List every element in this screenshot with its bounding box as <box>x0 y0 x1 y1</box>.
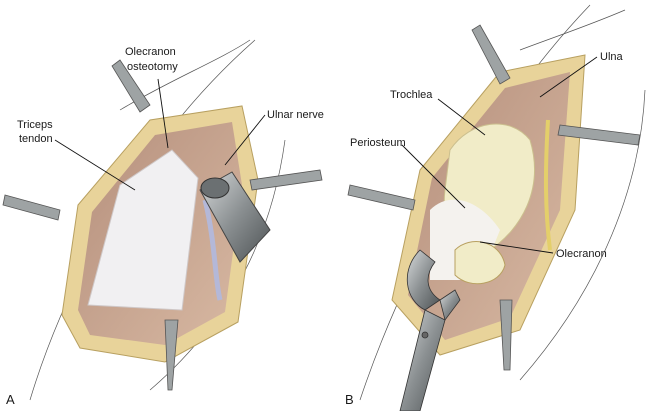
leader-lines <box>54 56 598 254</box>
saw-instrument <box>199 171 271 263</box>
label-periosteum: Periosteum <box>350 137 406 149</box>
panel-a <box>2 39 323 401</box>
label-triceps-tendon-line1: Triceps <box>17 119 53 131</box>
triceps-tendon-shape <box>87 149 199 311</box>
retractors-a <box>2 59 323 391</box>
bone-clamp <box>399 249 461 411</box>
panel-letter-a: A <box>6 392 15 407</box>
panel-b <box>347 4 646 411</box>
label-trochlea: Trochlea <box>390 89 433 101</box>
label-triceps-tendon-line2: tendon <box>19 133 53 145</box>
label-olecranon-osteotomy-line2: osteotomy <box>127 61 178 73</box>
retractors-b <box>347 24 641 371</box>
label-olecranon-osteotomy-line1: Olecranon <box>125 46 176 58</box>
label-olecranon: Olecranon <box>556 248 607 260</box>
panel-letter-b: B <box>345 392 354 407</box>
skin-line <box>519 89 646 381</box>
nerve-shape <box>543 119 552 251</box>
label-ulna: Ulna <box>600 51 624 63</box>
olecranon-shape <box>454 241 506 285</box>
suture-line <box>519 9 626 51</box>
ulnar-nerve-shape <box>202 199 223 301</box>
label-ulnar-nerve: Ulnar nerve <box>267 109 324 121</box>
